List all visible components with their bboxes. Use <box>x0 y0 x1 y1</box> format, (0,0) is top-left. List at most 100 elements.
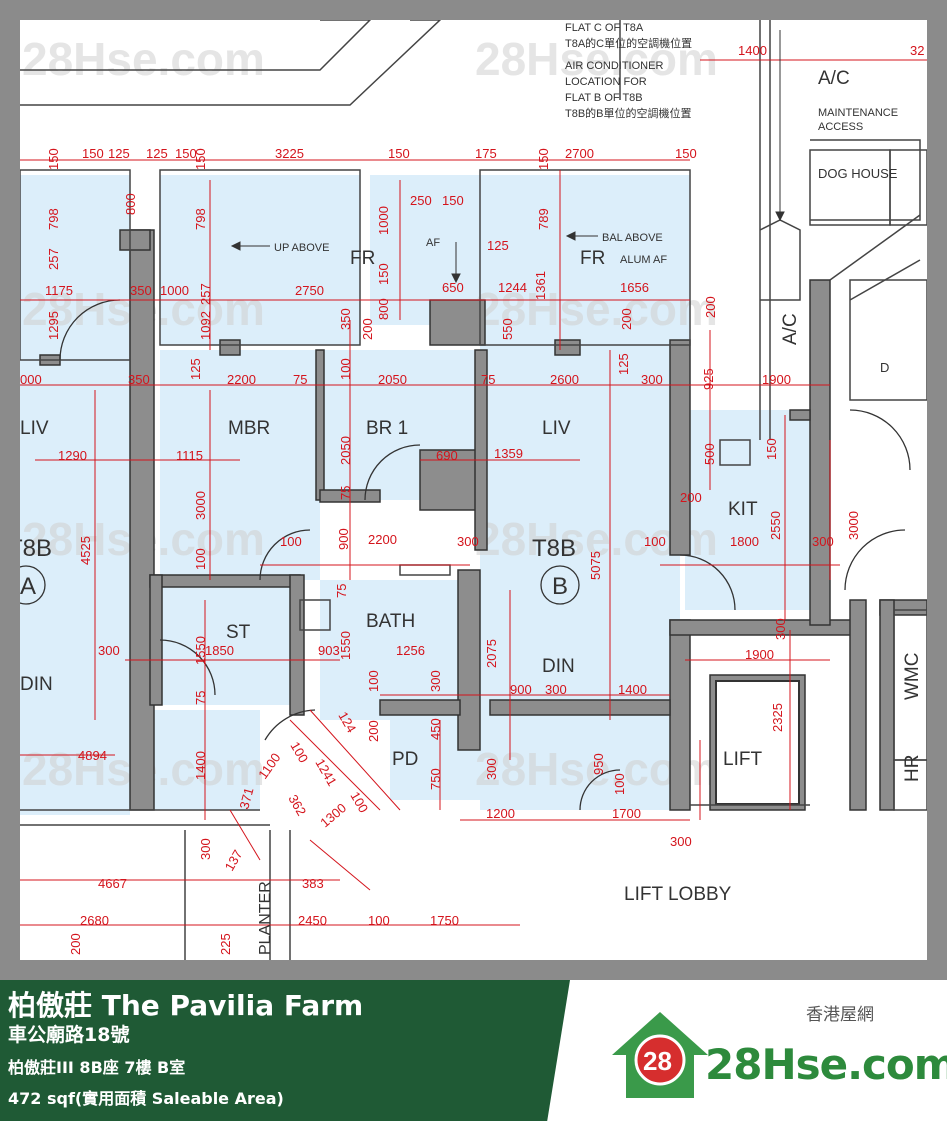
dim-label: 150 <box>764 438 779 460</box>
room-label-d: D <box>880 360 889 375</box>
room-label-fr2: FR <box>580 248 605 269</box>
dim-label: 300 <box>773 618 788 640</box>
dim-label: 1000 <box>376 206 391 235</box>
dim-label: 800 <box>376 298 391 320</box>
dim-label: 32 <box>910 43 924 58</box>
dim-label: 1750 <box>430 913 459 928</box>
dim-label: 150 <box>46 148 61 170</box>
dim-label: 150 <box>675 146 697 161</box>
dim-label: 1550 <box>338 631 353 660</box>
dim-label: 2450 <box>298 913 327 928</box>
dim-label: 125 <box>616 353 631 375</box>
dim-label: 1400 <box>193 751 208 780</box>
floor-plan-drawing: 28Hse.com 28Hse.com 28Hse.com 28Hse.com … <box>20 20 927 960</box>
dim-label: 371 <box>236 786 256 811</box>
dim-label: 300 <box>812 534 834 549</box>
dim-label: 125 <box>487 238 509 253</box>
dim-label: 350 <box>130 283 152 298</box>
dim-label: 2075 <box>484 639 499 668</box>
dim-label: 1656 <box>620 280 649 295</box>
dim-label: 300 <box>545 682 567 697</box>
dim-label: 1400 <box>618 682 647 697</box>
dim-label: 300 <box>198 838 213 860</box>
dim-label: 3000 <box>193 491 208 520</box>
dimension-lines <box>20 59 927 926</box>
dim-label: 1290 <box>58 448 87 463</box>
dim-label: 2680 <box>80 913 109 928</box>
dim-label: 1900 <box>762 372 791 387</box>
dim-label: 1256 <box>396 643 425 658</box>
dim-label: 450 <box>428 718 443 740</box>
dim-label: 250 <box>410 193 432 208</box>
note-af: AF <box>426 237 440 249</box>
dim-label: 75 <box>481 372 495 387</box>
note-flat-c-line: FLAT B OF T8B <box>565 92 643 104</box>
room-labels: LIV MBR BR 1 LIV KIT FR FR ST BATH DIN D… <box>20 68 923 955</box>
dim-label: 690 <box>436 448 458 463</box>
unit-label-a: T8B <box>20 535 52 562</box>
dim-label: 1092 <box>198 311 213 340</box>
note-access: ACCESS <box>818 121 863 133</box>
outline-lines <box>20 20 927 960</box>
note-flat-c-line: AIR CONDITIONER <box>565 60 663 72</box>
dim-label: 125 <box>146 146 168 161</box>
dim-label: 257 <box>46 248 61 270</box>
watermark-text: 28Hse.com <box>475 33 718 85</box>
note-bal-above: BAL ABOVE <box>602 232 663 244</box>
dim-label: 4667 <box>98 876 127 891</box>
unit-letter-a: A <box>20 573 36 600</box>
dim-label: 1115 <box>176 448 203 463</box>
note-up-above: UP ABOVE <box>274 242 329 254</box>
brand-chinese-name: 香港屋網 <box>806 1005 874 1025</box>
dim-label: 4525 <box>78 536 93 565</box>
dim-label: 900 <box>510 682 532 697</box>
room-label-lift: LIFT <box>723 749 762 770</box>
unit-letter-b: B <box>552 573 568 600</box>
note-alum-af: ALUM AF <box>620 254 667 266</box>
dim-label: 798 <box>193 208 208 230</box>
dim-label: 200 <box>366 720 381 742</box>
listing-area: 472 sqf(實用面積 Saleable Area) <box>8 1089 284 1108</box>
dim-label: 789 <box>536 208 551 230</box>
leader-arrows <box>230 30 785 284</box>
dim-label: 175 <box>475 146 497 161</box>
unit-letter-circle <box>20 565 46 605</box>
dim-label: 1700 <box>612 806 641 821</box>
dim-label: 500 <box>702 443 717 465</box>
room-label-planter: PLANTER <box>257 881 274 955</box>
dim-label: 257 <box>198 283 213 305</box>
room-label-liv: LIV <box>542 418 571 439</box>
dim-label: 362 <box>285 792 309 818</box>
dim-label: 350 <box>338 308 353 330</box>
dim-label: 150 <box>376 263 391 285</box>
dim-label: 1550 <box>193 636 208 665</box>
dim-label: 150 <box>442 193 464 208</box>
watermark-text: 28Hse.com <box>475 283 718 335</box>
dim-label: 925 <box>701 368 716 390</box>
dim-label: 1300 <box>317 800 349 830</box>
listing-title: 柏傲莊 The Pavilia Farm <box>8 989 364 1022</box>
dim-label: 100 <box>280 534 302 549</box>
dim-label: 1850 <box>205 643 234 658</box>
dim-label: 100 <box>612 773 627 795</box>
room-label-din: DIN <box>542 656 575 677</box>
dim-label: 1000 <box>160 283 189 298</box>
room-label-lift-lobby: LIFT LOBBY <box>624 884 732 905</box>
dim-label: 4894 <box>78 748 107 763</box>
dim-label: 2200 <box>368 532 397 547</box>
dim-label: 1800 <box>730 534 759 549</box>
arrow-down-icon <box>451 273 461 284</box>
listing-footer: 柏傲莊 The Pavilia Farm 車公廟路18號 柏傲莊III 8B座 … <box>0 980 947 1121</box>
arrow-left-icon <box>230 241 241 251</box>
dim-label: 150 <box>388 146 410 161</box>
dim-label: 150 <box>536 148 551 170</box>
unit-label-b: T8B <box>532 535 576 562</box>
room-label-st: ST <box>226 622 251 643</box>
dim-label: 000 <box>20 372 42 387</box>
dim-label: 1241 <box>312 756 339 789</box>
note-maintenance: MAINTENANCE <box>818 107 898 119</box>
dim-label: 100 <box>347 789 371 815</box>
room-label-ac: A/C <box>818 68 850 89</box>
dim-label: 2700 <box>565 146 594 161</box>
